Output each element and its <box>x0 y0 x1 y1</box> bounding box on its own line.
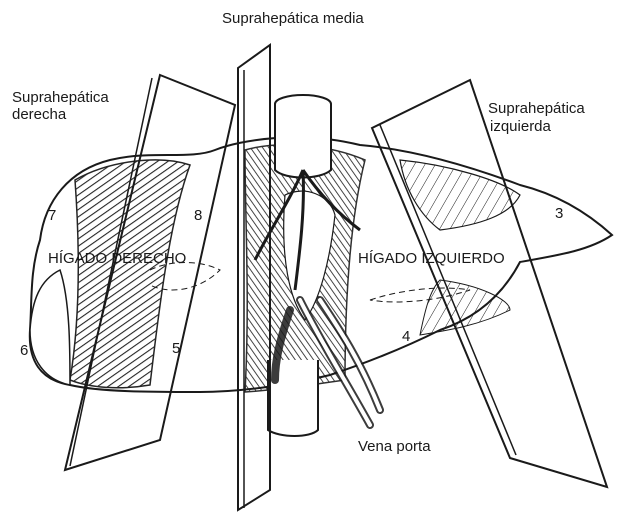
vena-cava-upper <box>275 104 331 178</box>
label-suprahepatica-derecha-line2: derecha <box>12 106 66 123</box>
label-segment-3: 3 <box>555 205 563 222</box>
label-suprahepatica-izquierda-line2: izquierda <box>490 118 551 135</box>
label-higado-izquierdo: HÍGADO IZQUIERDO <box>358 250 505 267</box>
label-higado-derecho: HÍGADO DERECHO <box>48 250 186 267</box>
label-segment-7: 7 <box>48 207 56 224</box>
label-segment-4: 4 <box>402 328 410 345</box>
label-segment-5: 5 <box>172 340 180 357</box>
label-segment-6: 6 <box>20 342 28 359</box>
label-segment-8: 8 <box>194 207 202 224</box>
label-suprahepatica-derecha-line1: Suprahepática <box>12 89 109 106</box>
label-suprahepatica-media: Suprahepática media <box>222 10 364 27</box>
label-vena-porta: Vena porta <box>358 438 431 455</box>
label-suprahepatica-izquierda-line1: Suprahepática <box>488 100 585 117</box>
